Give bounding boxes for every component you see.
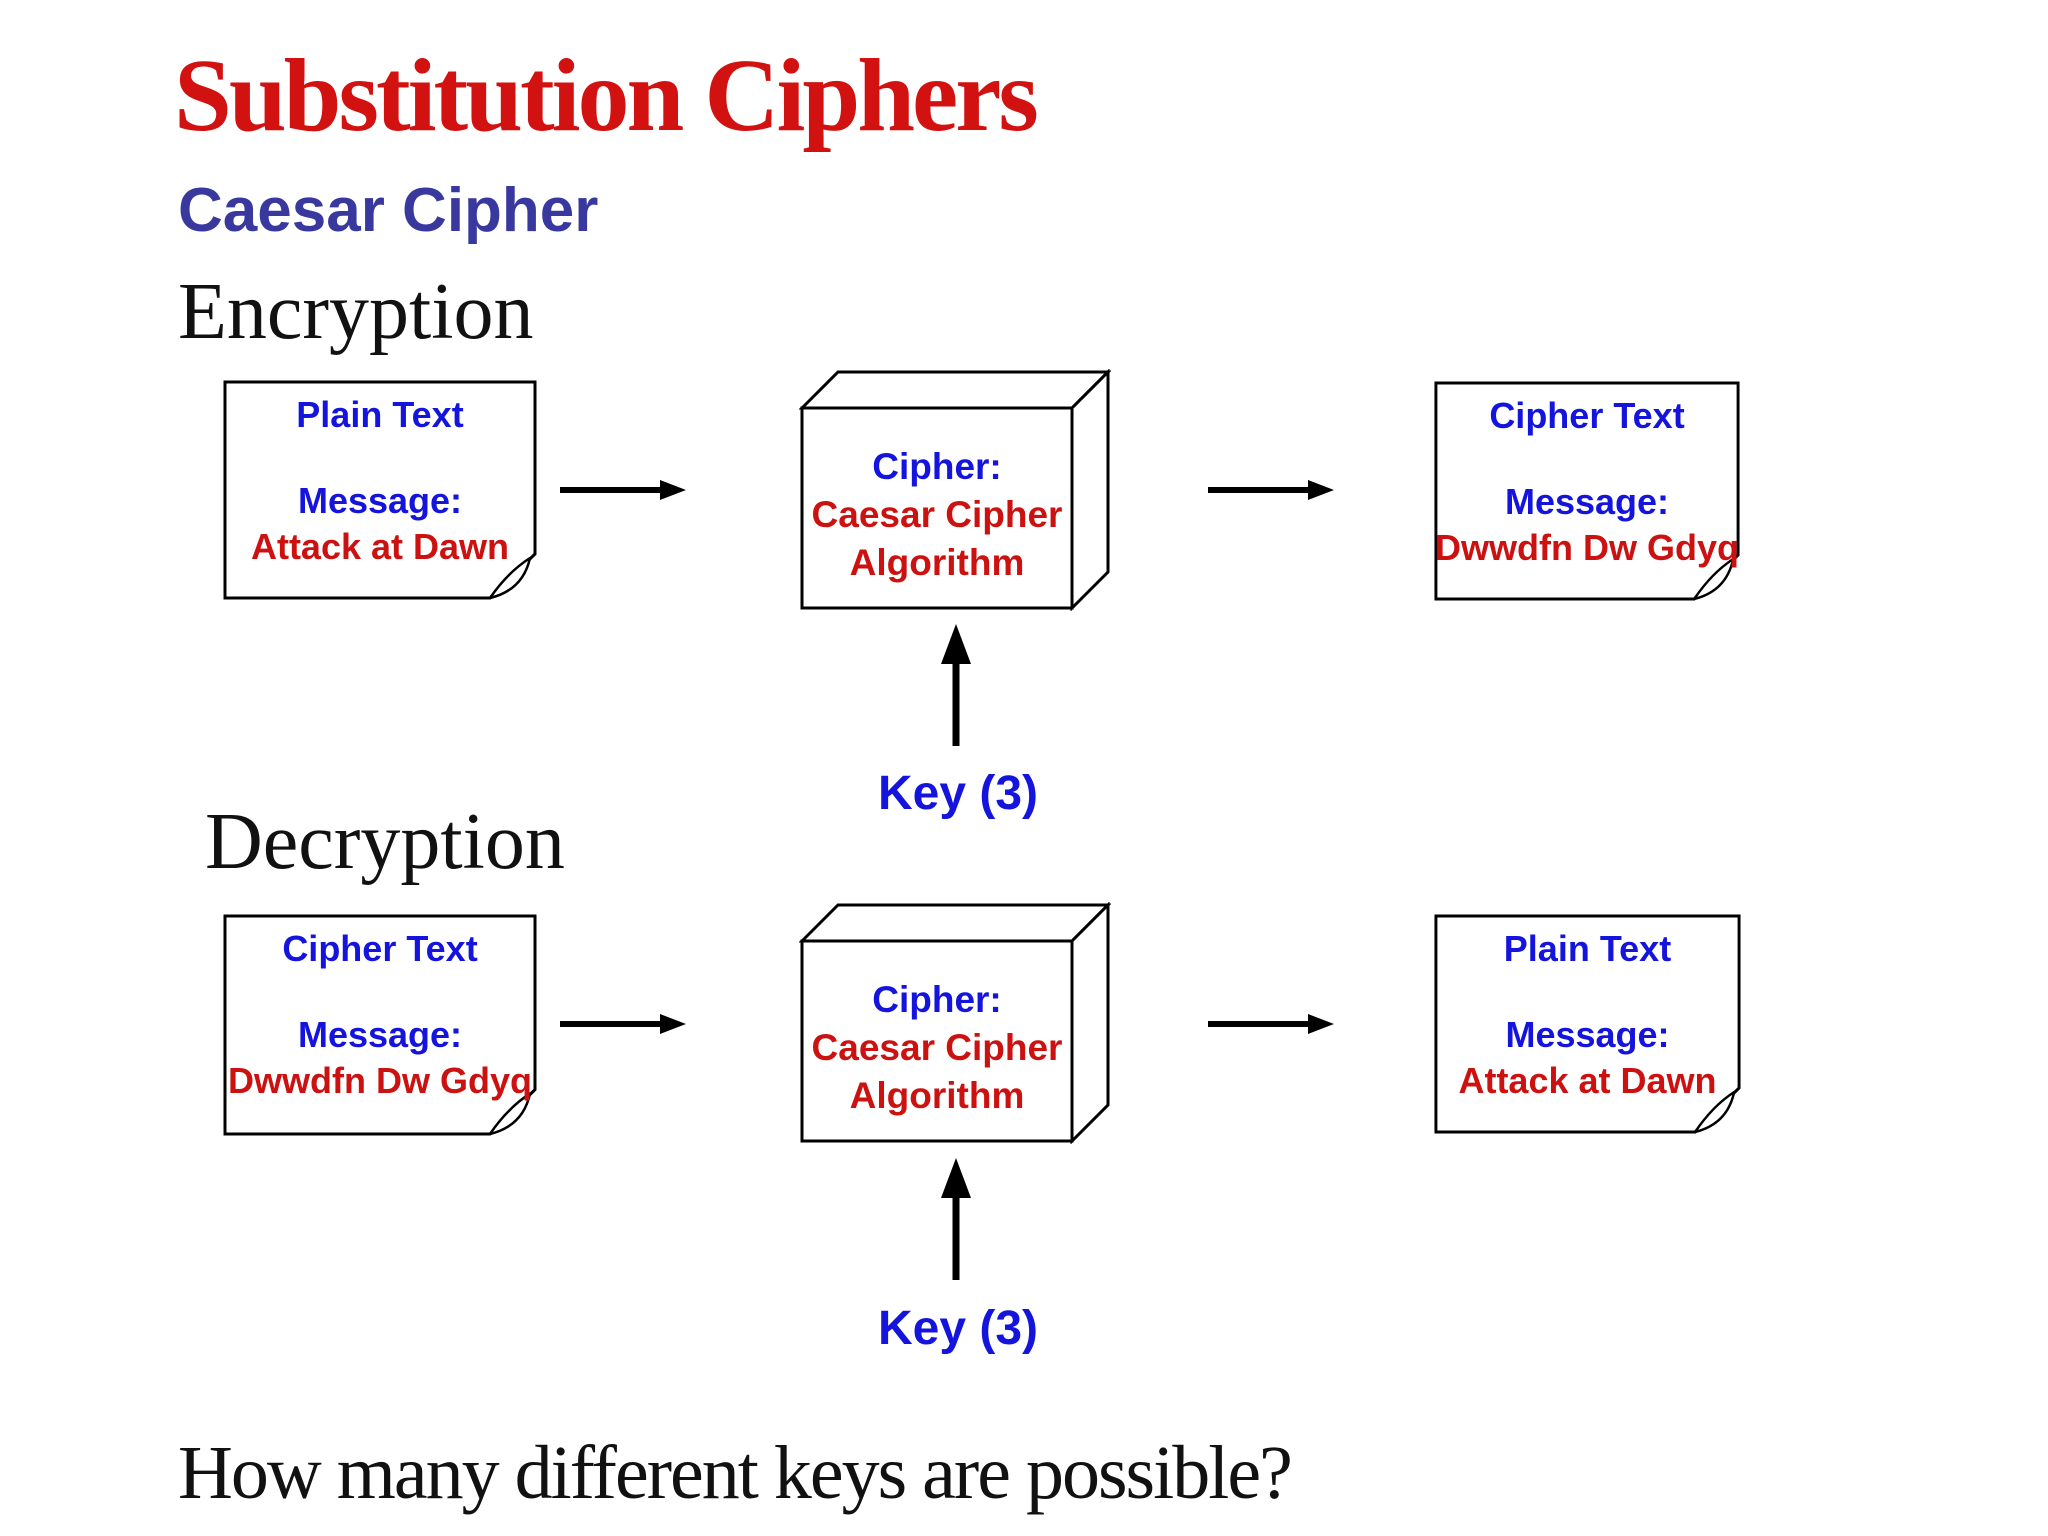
page-curl-icon xyxy=(1693,1090,1736,1134)
arrow-up-icon xyxy=(941,1158,971,1280)
note-paper-icon xyxy=(1434,381,1740,601)
cipher-box-decryption: Cipher: Caesar Cipher Algorithm xyxy=(799,902,1111,1144)
cipher-box-text: Cipher: Caesar Cipher Algorithm xyxy=(802,443,1072,587)
note-title: Cipher Text xyxy=(282,928,478,969)
cube-icon xyxy=(799,369,1111,611)
message-label: Message: xyxy=(297,1014,463,1055)
cipher-name: Caesar Cipher xyxy=(811,1027,1063,1068)
message-text: Dwwdfn Dw Gdyq xyxy=(1435,527,1739,568)
cipher-label: Cipher: xyxy=(872,979,1002,1020)
note-title: Plain Text xyxy=(1503,928,1672,969)
arrow-right-icon xyxy=(1208,480,1334,500)
cipher-type: Algorithm xyxy=(849,542,1025,583)
key-label: Key (3) xyxy=(877,767,1039,820)
note-title: Cipher Text xyxy=(1489,395,1685,436)
note-paper-icon xyxy=(1434,914,1741,1134)
message-label: Message: xyxy=(1504,481,1670,522)
arrow-right-icon xyxy=(560,480,686,500)
note-box-cipher-text-output: Cipher Text Message: Dwwdfn Dw Gdyq xyxy=(1433,380,1741,602)
page-curl-icon xyxy=(1692,557,1735,601)
message-text: Dwwdfn Dw Gdyq xyxy=(228,1060,532,1101)
cipher-box-encryption: Cipher: Caesar Cipher Algorithm xyxy=(799,369,1111,611)
note-box-plain-text-input: Plain Text Message: Attack at Dawn xyxy=(222,379,538,601)
section-heading-decryption: Decryption xyxy=(205,798,565,886)
message-label: Message: xyxy=(297,480,463,521)
note-box-cipher-text-input: Cipher Text Message: Dwwdfn Dw Gdyq xyxy=(222,913,538,1137)
cipher-type: Algorithm xyxy=(849,1075,1025,1116)
page-curl-icon xyxy=(488,1092,532,1136)
message-label: Message: xyxy=(1505,1014,1670,1055)
arrow-up-icon xyxy=(941,624,971,746)
page-title: Substitution Ciphers xyxy=(174,38,1039,153)
message-text: Attack at Dawn xyxy=(250,526,510,567)
cipher-box-text: Cipher: Caesar Cipher Algorithm xyxy=(802,976,1072,1120)
note-title: Plain Text xyxy=(296,394,464,435)
note-paper-icon xyxy=(223,914,537,1136)
note-paper-icon xyxy=(223,380,537,600)
message-text: Attack at Dawn xyxy=(1458,1060,1717,1101)
page-curl-icon xyxy=(488,556,532,600)
note-box-plain-text-output: Plain Text Message: Attack at Dawn xyxy=(1433,913,1742,1135)
key-label: Key (3) xyxy=(877,1302,1039,1355)
cube-icon xyxy=(799,902,1111,1144)
page-subtitle: Caesar Cipher xyxy=(178,176,599,245)
cipher-label: Cipher: xyxy=(872,446,1002,487)
arrow-right-icon xyxy=(560,1014,686,1034)
footer-question: How many different keys are possible? xyxy=(178,1431,1293,1515)
cipher-name: Caesar Cipher xyxy=(811,494,1063,535)
section-heading-encryption: Encryption xyxy=(178,268,534,356)
arrow-right-icon xyxy=(1208,1014,1334,1034)
